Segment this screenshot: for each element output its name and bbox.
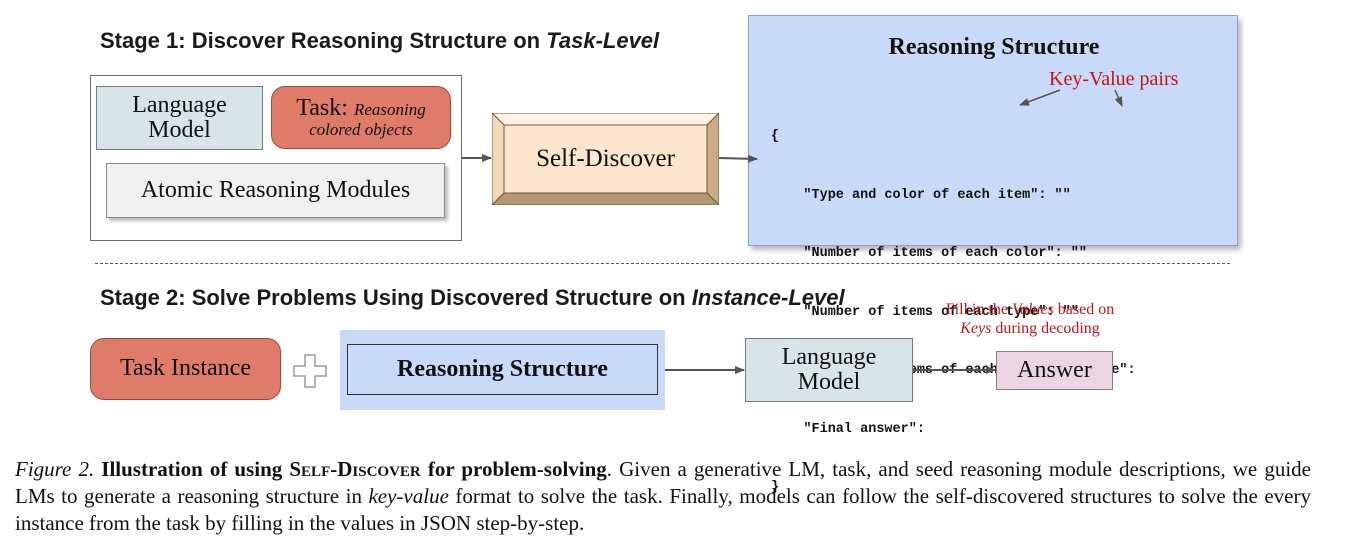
code-line: "Number of items of each type": "": [771, 304, 1079, 320]
reasoning-structure-panel: Reasoning Structure Key-Value pairs { "T…: [748, 15, 1238, 495]
note-values: Values: [1012, 301, 1054, 318]
annotation-pointer-key: [1019, 89, 1061, 106]
stage2-title-emph: Instance-Level: [691, 285, 845, 310]
stage2-reasoning-structure-label: Reasoning Structure: [397, 355, 608, 382]
stage1-atomic-modules-label: Atomic Reasoning Modules: [140, 176, 411, 203]
caption-bold-part2: for problem-solving: [420, 457, 607, 481]
code-line: {: [771, 129, 780, 144]
caption-text2: format to solve the task. Finally, model…: [15, 484, 1311, 535]
caption-text1: . Given a generative LM, task, and seed …: [15, 457, 1311, 508]
stage2-title-prefix: Stage 2: Solve Problems Using Discovered…: [100, 285, 692, 310]
note-part2: based on: [1053, 301, 1115, 318]
arrow-self-discover-to-structure: [718, 154, 758, 163]
plus-icon: [293, 354, 327, 388]
code-line: "Number of items of each color": "": [771, 246, 1087, 261]
annotation-pointer-value: [1114, 89, 1123, 107]
stage2-language-model-label: Language Model: [781, 343, 877, 395]
answer-box: Answer: [996, 351, 1113, 390]
fill-values-note: Fill in the Values based on Keys during …: [925, 300, 1135, 338]
stage1-title-emph: Task-Level: [546, 28, 660, 53]
caption-method-name: Self-Discover: [289, 457, 421, 481]
note-part1: Fill in the: [945, 301, 1012, 318]
reasoning-structure-title: Reasoning Structure: [888, 34, 1100, 60]
task-instance-label: Task Instance: [120, 355, 251, 382]
note-part3: during decoding: [991, 320, 1100, 337]
stage1-task-desc-line2: colored objects: [309, 120, 413, 140]
code-line: "Type and color of each item": "": [771, 187, 1071, 203]
stage1-task-box: Task: Reasoning colored objects: [271, 86, 451, 149]
stage2-language-model-box: Language Model: [745, 338, 913, 402]
stage2-title: Stage 2: Solve Problems Using Discovered…: [100, 285, 845, 311]
stage1-language-model-box: Language Model: [96, 86, 263, 150]
answer-label: Answer: [1017, 356, 1092, 383]
caption-figure-label: Figure 2.: [15, 457, 95, 481]
caption-text-emph: key-value: [368, 484, 449, 508]
stage1-task-desc-line1: Reasoning: [353, 99, 426, 119]
task-instance-box: Task Instance: [90, 338, 281, 400]
self-discover-bevel: [492, 113, 719, 205]
stage-divider: [95, 263, 1230, 264]
code-line: }: [771, 480, 780, 495]
figure-caption: Figure 2. Illustration of using Self-Dis…: [15, 456, 1311, 537]
caption-bold-title: Illustration of using Self-Discover for …: [101, 457, 607, 481]
note-keys: Keys: [960, 320, 992, 337]
stage2-reasoning-structure-box: Reasoning Structure: [347, 344, 658, 395]
stage1-title-prefix: Stage 1: Discover Reasoning Structure on: [100, 28, 547, 53]
code-line: "Final answer":: [771, 421, 925, 437]
key-value-annotation: Key-Value pairs: [1049, 68, 1179, 90]
stage1-title: Stage 1: Discover Reasoning Structure on…: [100, 28, 659, 54]
self-discover-box: Self-Discover: [492, 113, 719, 205]
stage1-atomic-modules-box: Atomic Reasoning Modules: [106, 163, 445, 218]
self-discover-label: Self-Discover: [536, 144, 675, 172]
stage1-language-model-label: Language Model: [132, 91, 227, 143]
caption-bold-part1: Illustration of using: [101, 457, 290, 481]
stage1-task-label: Task:: [296, 94, 348, 121]
